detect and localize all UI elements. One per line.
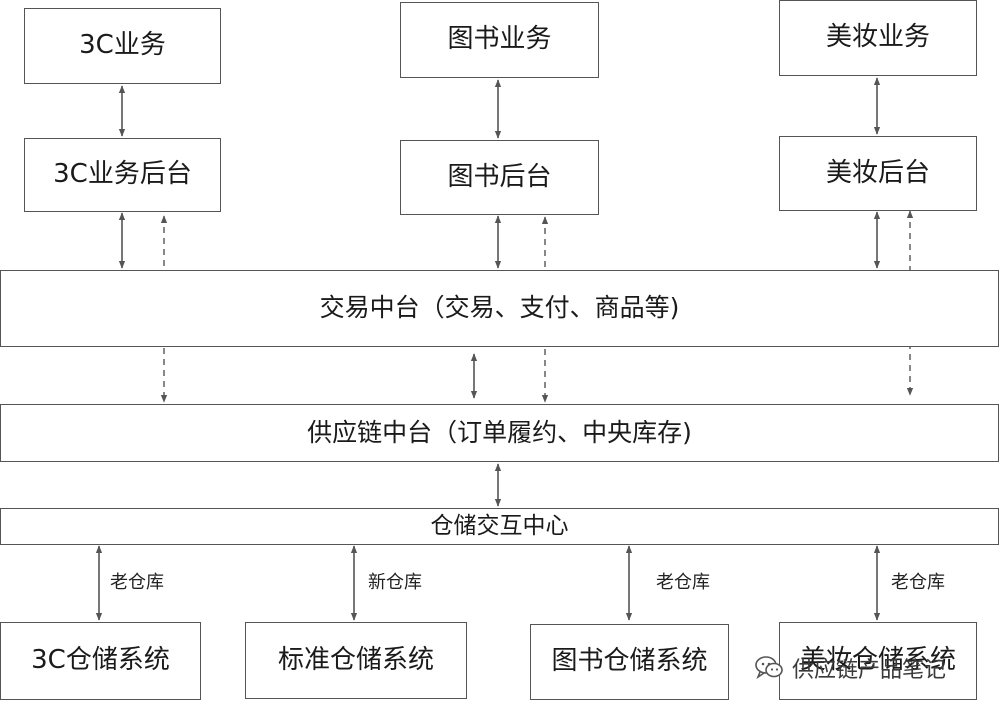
- business-3c-label: 3C业务: [79, 30, 166, 61]
- warehouse-hub-box: 仓储交互中心: [0, 508, 999, 545]
- warehouse-beauty-label: 美妆仓储系统: [799, 645, 956, 676]
- trade-platform-box: 交易中台（交易、支付、商品等): [0, 270, 999, 347]
- link-label-warehouse-books: 老仓库: [656, 572, 710, 593]
- watermark: 供应链产品笔记: [754, 650, 946, 686]
- warehouse-hub-label: 仓储交互中心: [430, 512, 569, 539]
- business-books-box: 图书业务: [400, 2, 599, 78]
- backend-beauty-box: 美妆后台: [779, 136, 977, 211]
- warehouse-standard-label: 标准仓储系统: [277, 644, 434, 675]
- backend-books-box: 图书后台: [400, 140, 599, 215]
- supply-chain-platform-box: 供应链中台（订单履约、中央库存): [0, 404, 999, 462]
- business-beauty-box: 美妆业务: [779, 0, 977, 76]
- watermark-text: 供应链产品笔记: [792, 658, 947, 683]
- business-beauty-label: 美妆业务: [825, 22, 930, 53]
- backend-beauty-label: 美妆后台: [825, 157, 930, 188]
- supply-chain-platform-label: 供应链中台（订单履约、中央库存): [307, 417, 692, 447]
- business-3c-box: 3C业务: [24, 8, 221, 84]
- warehouse-3c-box: 3C仓储系统: [0, 622, 201, 700]
- backend-books-label: 图书后台: [447, 161, 552, 192]
- warehouse-books-box: 图书仓储系统: [530, 624, 729, 700]
- link-label-warehouse-3c: 老仓库: [110, 572, 164, 593]
- trade-platform-label: 交易中台（交易、支付、商品等): [319, 293, 680, 323]
- business-books-label: 图书业务: [447, 24, 552, 55]
- backend-3c-box: 3C业务后台: [24, 138, 221, 212]
- link-label-warehouse-beauty: 老仓库: [891, 572, 945, 593]
- warehouse-beauty-box: 美妆仓储系统: [779, 622, 977, 700]
- wechat-icon: [755, 656, 783, 680]
- warehouse-books-label: 图书仓储系统: [551, 646, 708, 677]
- warehouse-standard-box: 标准仓储系统: [245, 622, 467, 699]
- warehouse-3c-label: 3C仓储系统: [31, 645, 170, 676]
- link-label-warehouse-standard: 新仓库: [368, 572, 422, 593]
- backend-3c-label: 3C业务后台: [53, 159, 192, 190]
